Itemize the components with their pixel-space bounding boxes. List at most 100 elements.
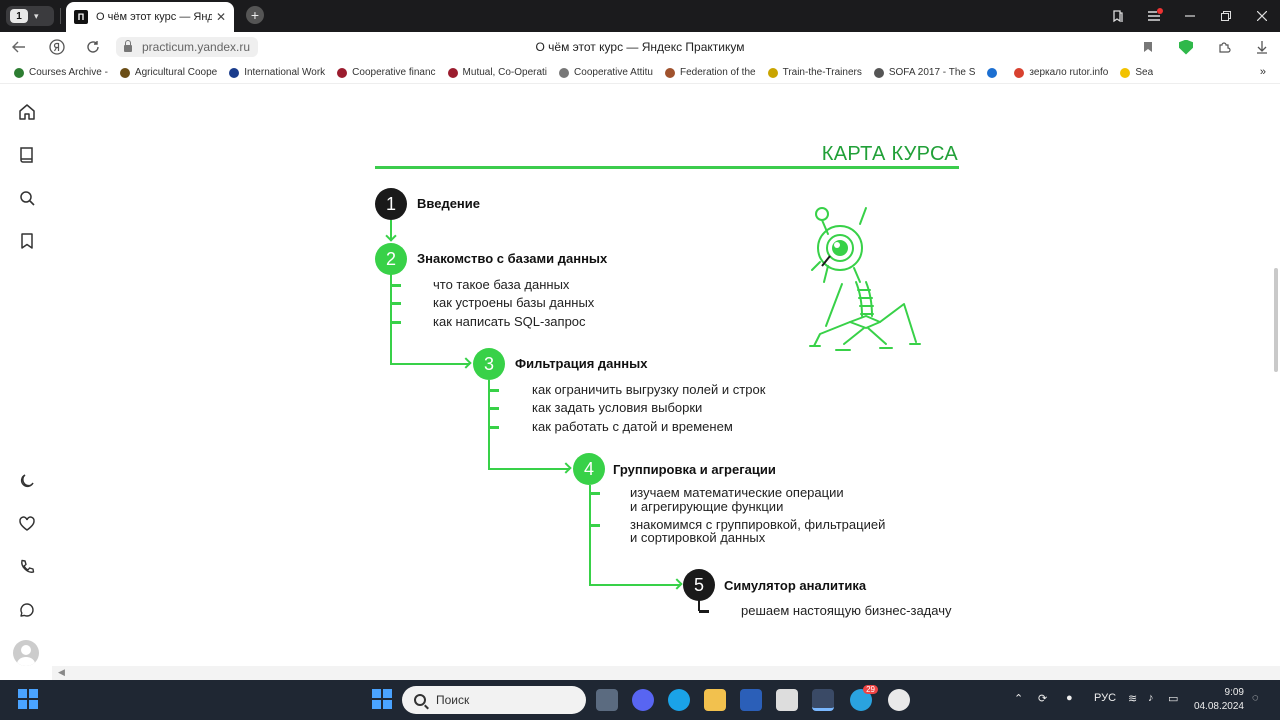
reload-icon[interactable]: [84, 38, 102, 56]
bookmark-item[interactable]: Cooperative financ: [337, 67, 436, 78]
bookmarks-more-button[interactable]: »: [1259, 66, 1266, 78]
protect-shield-icon[interactable]: [1176, 37, 1196, 57]
back-arrow-icon[interactable]: [10, 38, 28, 56]
close-window-button[interactable]: [1244, 0, 1280, 32]
step-4-item-tick: [590, 492, 600, 495]
step-4-item-2-line-2: и сортировкой данных: [630, 530, 766, 545]
step-3-item-3: как работать с датой и временем: [532, 419, 733, 434]
connector-2-3-horizontal: [390, 363, 470, 365]
task-view-icon[interactable]: [596, 689, 618, 711]
chrome-icon[interactable]: [888, 689, 910, 711]
bookmark-page-icon[interactable]: [1138, 37, 1158, 57]
bookmarks-panel-icon[interactable]: [1100, 0, 1136, 32]
step-3-title: Фильтрация данных: [515, 356, 648, 371]
tab-counter-button[interactable]: 1 ▾: [6, 6, 54, 26]
yandex-browser-icon[interactable]: [812, 689, 834, 711]
restore-button[interactable]: [1208, 0, 1244, 32]
bookmark-item[interactable]: Federation of the: [664, 67, 756, 78]
menu-icon[interactable]: [1136, 0, 1172, 32]
step-4-item-tick: [590, 524, 600, 527]
wifi-icon[interactable]: ≋: [1128, 693, 1138, 705]
new-tab-button[interactable]: +: [246, 6, 264, 24]
download-icon[interactable]: [1252, 37, 1272, 57]
step-3-item-tick: [489, 426, 499, 429]
bookmark-item[interactable]: Courses Archive -: [14, 67, 108, 78]
bookmark-item[interactable]: Agricultural Coope: [119, 67, 218, 78]
bookmark-item[interactable]: Train-the-Trainers: [767, 67, 862, 78]
bookmark-icon[interactable]: [16, 230, 38, 252]
bookmark-item[interactable]: Sea: [1120, 67, 1153, 78]
bookmark-label: Agricultural Coope: [134, 67, 218, 78]
microphone-icon[interactable]: ●: [1066, 692, 1073, 704]
avatar[interactable]: [13, 640, 39, 666]
tab-divider: [60, 8, 61, 24]
moon-icon[interactable]: [16, 470, 38, 492]
start-button[interactable]: [18, 689, 38, 709]
bookmark-item[interactable]: [987, 67, 1002, 78]
page-content: КАРТА КУРСА 1 Введение 2 Знакомство с ба…: [52, 84, 1280, 666]
step-2-item-2: как устроены базы данных: [433, 295, 595, 310]
tab-active[interactable]: П О чём этот курс — Яндекс Практикум ✕: [66, 2, 234, 32]
heart-icon[interactable]: [16, 513, 38, 535]
left-sidebar: [0, 84, 52, 680]
address-bar: practicum.yandex.ru О чём этот курс — Ян…: [0, 32, 1280, 62]
search-icon[interactable]: [16, 187, 38, 209]
step-5-item-1: решаем настоящую бизнес-задачу: [741, 603, 952, 618]
bookmark-item[interactable]: Mutual, Co-Operati: [447, 67, 547, 78]
step-3-item-tick: [489, 389, 499, 392]
step-1-title: Введение: [417, 196, 480, 211]
course-map: КАРТА КУРСА 1 Введение 2 Знакомство с ба…: [52, 84, 1280, 666]
taskbar-search[interactable]: Поиск: [402, 686, 586, 714]
word-icon[interactable]: [740, 689, 762, 711]
step-5-number: 5: [683, 569, 715, 601]
chevron-up-icon[interactable]: ⌃: [1014, 693, 1024, 705]
arrow-3-4: [560, 462, 572, 474]
step-4-item-1-line-1: изучаем математические операции: [630, 485, 844, 500]
phone-icon[interactable]: [16, 556, 38, 578]
bookmark-item[interactable]: SOFA 2017 - The S: [873, 67, 976, 78]
connector-3-4-horizontal: [488, 468, 570, 470]
file-explorer-icon[interactable]: [704, 689, 726, 711]
telegram-icon[interactable]: 29: [850, 685, 878, 711]
bookmark-favicon-icon: [337, 67, 348, 78]
url-field[interactable]: practicum.yandex.ru: [116, 37, 259, 57]
step-4-title: Группировка и агрегации: [613, 462, 776, 477]
store-icon[interactable]: [776, 689, 798, 711]
tab-title: О чём этот курс — Яндекс Практикум: [96, 11, 212, 23]
bookmark-favicon-icon: [119, 67, 130, 78]
minimize-button[interactable]: [1172, 0, 1208, 32]
sync-icon[interactable]: ⟳: [1038, 693, 1048, 705]
bookmark-favicon-icon: [664, 67, 675, 78]
step-4-number: 4: [573, 453, 605, 485]
yandex-icon[interactable]: [48, 38, 66, 56]
telegram-badge: 29: [863, 685, 878, 694]
bookmark-favicon-icon: [1120, 67, 1131, 78]
bookmark-item[interactable]: зеркало rutor.info: [1014, 67, 1108, 78]
home-icon[interactable]: [16, 101, 38, 123]
step-2-item-tick: [391, 284, 401, 287]
horizontal-scrollbar[interactable]: ◀: [52, 666, 1280, 680]
language-indicator[interactable]: РУС: [1094, 692, 1117, 704]
extensions-icon[interactable]: [1214, 37, 1234, 57]
bookmark-item[interactable]: International Work: [229, 67, 325, 78]
vertical-scrollbar[interactable]: [1274, 268, 1278, 372]
clock[interactable]: 9:09 04.08.2024: [1194, 686, 1244, 714]
bookmark-label: SOFA 2017 - The S: [888, 67, 976, 78]
chat-icon[interactable]: [16, 599, 38, 621]
teams-icon[interactable]: [632, 689, 654, 711]
close-icon[interactable]: ✕: [215, 10, 226, 24]
arrow-4-5: [671, 578, 683, 590]
notification-bell-icon[interactable]: ◌: [1252, 692, 1259, 704]
tab-strip: 1 ▾ П О чём этот курс — Яндекс Практикум…: [0, 0, 1280, 32]
arrow-1-2: [385, 230, 397, 242]
bookmark-item[interactable]: Cooperative Attitu: [559, 67, 653, 78]
bookmark-favicon-icon: [873, 67, 884, 78]
battery-icon[interactable]: ▭: [1168, 693, 1179, 705]
edge-icon[interactable]: [668, 689, 690, 711]
arrow-2-3: [460, 357, 472, 369]
volume-icon[interactable]: ♪: [1148, 692, 1154, 704]
windows-logo-icon[interactable]: [372, 689, 392, 709]
book-icon[interactable]: [16, 144, 38, 166]
chevron-left-icon[interactable]: ◀: [58, 667, 65, 677]
